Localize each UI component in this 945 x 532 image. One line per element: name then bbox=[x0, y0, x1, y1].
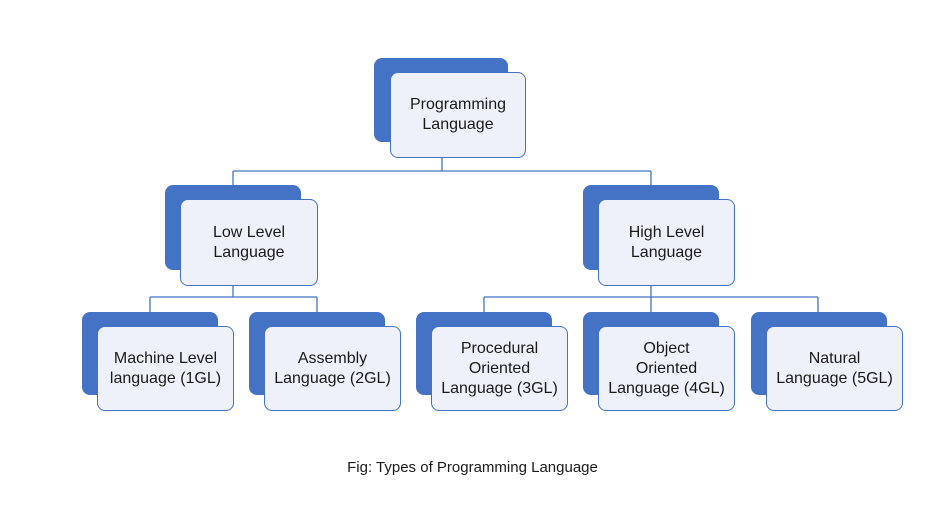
assembly-node-label: Assembly Language (2GL) bbox=[274, 349, 391, 387]
high-level-node-label: High Level Language bbox=[628, 223, 705, 261]
machine-node-label: Machine Level language (1GL) bbox=[109, 349, 222, 387]
figure-caption: Fig: Types of Programming Language bbox=[347, 459, 598, 476]
natural-node-label: Natural Language (5GL) bbox=[776, 349, 893, 387]
root-node-label: Programming Language bbox=[409, 96, 507, 133]
procedural-node: Procedural Oriented Language (3GL) bbox=[431, 326, 568, 411]
object-node-label: Object Oriented Language (4GL) bbox=[608, 339, 725, 397]
low-level-node: Low Level Language bbox=[180, 199, 318, 286]
procedural-node-label: Procedural Oriented Language (3GL) bbox=[441, 339, 558, 397]
natural-node: Natural Language (5GL) bbox=[766, 326, 903, 411]
root-node: Programming Language bbox=[390, 72, 526, 158]
low-level-node-label: Low Level Language bbox=[212, 223, 286, 261]
assembly-node: Assembly Language (2GL) bbox=[264, 326, 401, 411]
high-level-node: High Level Language bbox=[598, 199, 735, 286]
object-node: Object Oriented Language (4GL) bbox=[598, 326, 735, 411]
machine-node: Machine Level language (1GL) bbox=[97, 326, 234, 411]
